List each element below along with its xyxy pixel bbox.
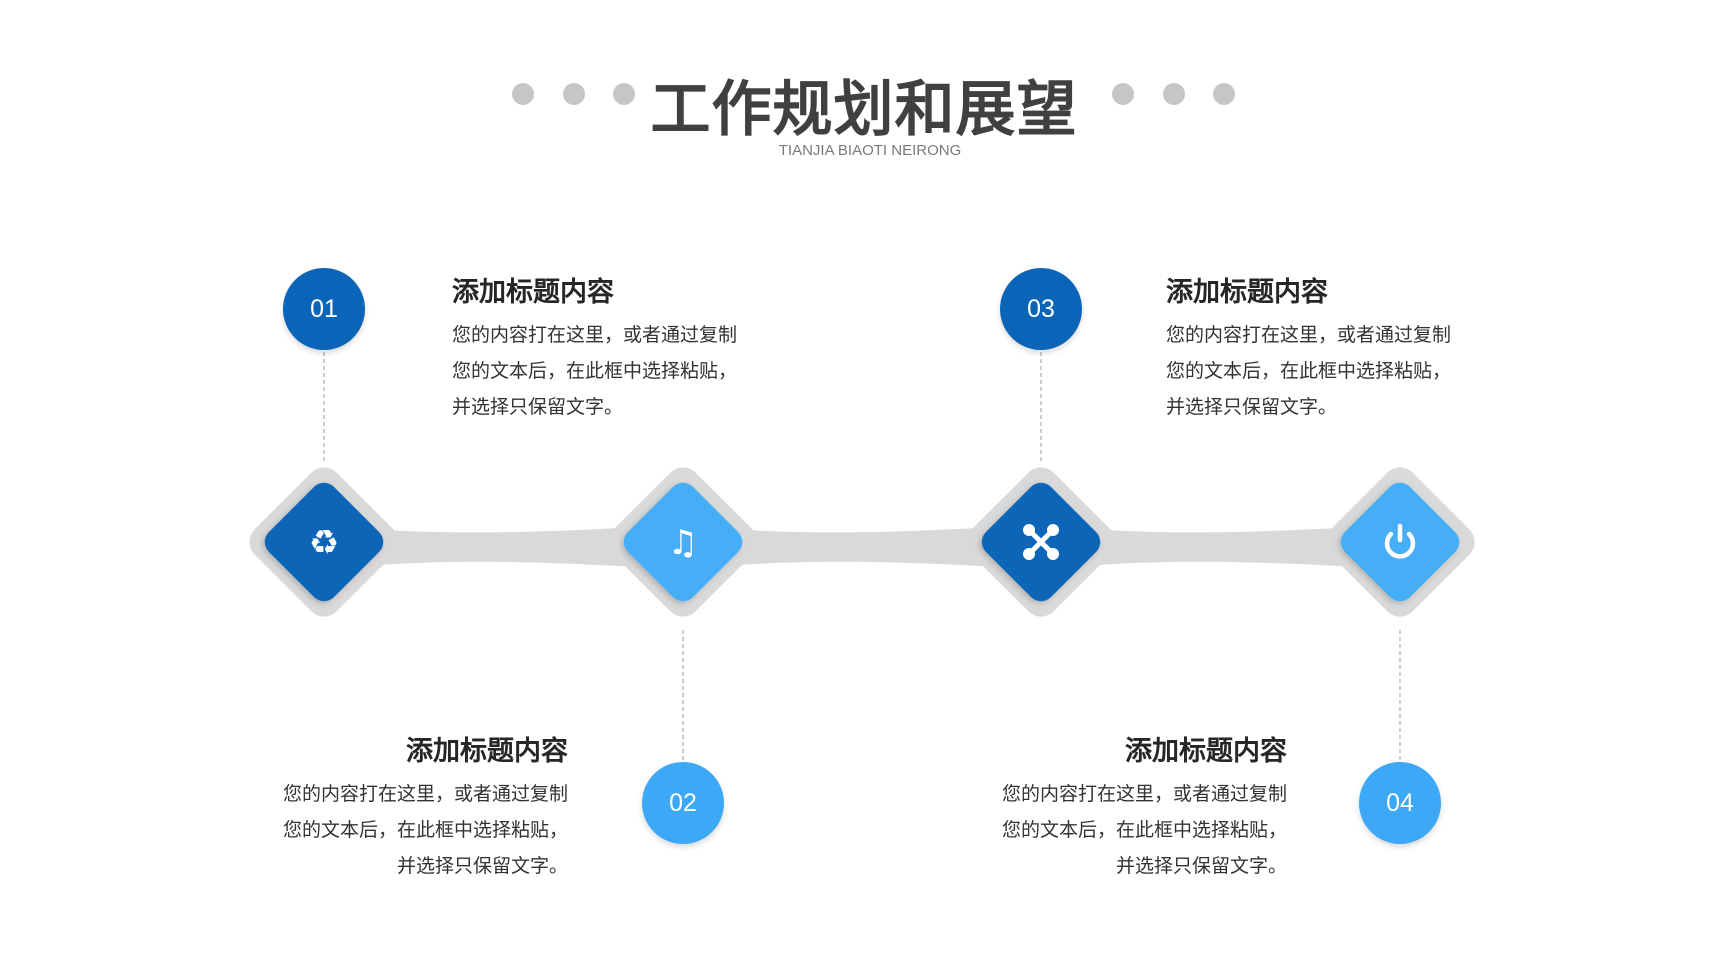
diamond-node-4 bbox=[1325, 467, 1475, 617]
power-icon bbox=[1384, 523, 1416, 559]
step-text-block-04: 添加标题内容 您的内容打在这里，或者通过复制您的文本后，在此框中选择粘贴，并选择… bbox=[987, 729, 1287, 884]
connector-band bbox=[686, 524, 1045, 570]
page-subtitle: TIANJIA BIAOTI NEIRONG bbox=[778, 142, 962, 159]
step-title: 添加标题内容 bbox=[1166, 277, 1328, 308]
step-title: 添加标题内容 bbox=[406, 736, 568, 767]
connector-band bbox=[324, 524, 686, 570]
decor-dot bbox=[613, 83, 635, 105]
step-text-block-01: 添加标题内容 您的内容打在这里，或者通过复制您的文本后，在此框中选择粘贴，并选择… bbox=[452, 270, 752, 425]
decor-dot bbox=[1213, 83, 1235, 105]
step-body: 您的内容打在这里，或者通过复制您的文本后，在此框中选择粘贴，并选择只保留文字。 bbox=[1001, 783, 1287, 877]
joomla-icon bbox=[1023, 524, 1059, 560]
step-body: 您的内容打在这里，或者通过复制您的文本后，在此框中选择粘贴，并选择只保留文字。 bbox=[1166, 324, 1452, 418]
diamond-node-1: ♻ bbox=[249, 467, 399, 617]
step-text-block-02: 添加标题内容 您的内容打在这里，或者通过复制您的文本后，在此框中选择粘贴，并选择… bbox=[268, 729, 568, 884]
step-body: 您的内容打在这里，或者通过复制您的文本后，在此框中选择粘贴，并选择只保留文字。 bbox=[282, 783, 568, 877]
step-number-04: 04 bbox=[1359, 762, 1441, 844]
connector-band bbox=[1045, 524, 1404, 570]
step-number-03: 03 bbox=[1000, 268, 1082, 350]
decor-dot bbox=[1163, 83, 1185, 105]
music-note-icon: ♫ bbox=[668, 523, 698, 563]
step-body: 您的内容打在这里，或者通过复制您的文本后，在此框中选择粘贴，并选择只保留文字。 bbox=[452, 324, 738, 418]
decor-dot bbox=[512, 83, 534, 105]
step-text-block-03: 添加标题内容 您的内容打在这里，或者通过复制您的文本后，在此框中选择粘贴，并选择… bbox=[1166, 270, 1466, 425]
decor-dot bbox=[1112, 83, 1134, 105]
step-title: 添加标题内容 bbox=[452, 277, 614, 308]
decor-dot bbox=[563, 83, 585, 105]
step-title: 添加标题内容 bbox=[1125, 736, 1287, 767]
diamond-node-3 bbox=[966, 467, 1116, 617]
page-title: 工作规划和展望 bbox=[650, 75, 1078, 145]
step-number-02: 02 bbox=[642, 762, 724, 844]
step-number-01: 01 bbox=[283, 268, 365, 350]
title-row: 工作规划和展望 bbox=[0, 55, 1728, 145]
diamond-node-2: ♫ bbox=[608, 467, 758, 617]
recycle-icon: ♻ bbox=[309, 523, 339, 563]
